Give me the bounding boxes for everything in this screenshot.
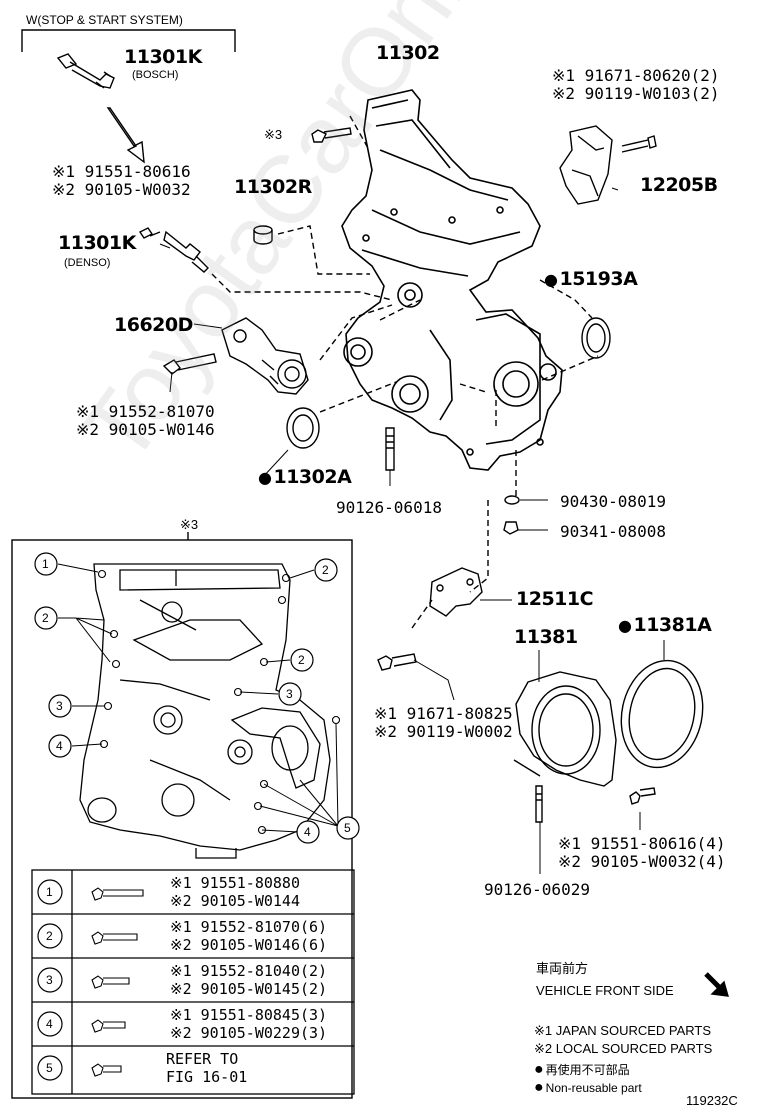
- table-num-1: 1: [46, 885, 53, 899]
- seal-11381a: [620, 659, 704, 769]
- legend-local: ※2 LOCAL SOURCED PARTS: [534, 1041, 713, 1056]
- label-90105-w0032: ※2 90105-W0032: [52, 180, 191, 199]
- legend-nonreuse-en: Non-reusable part: [534, 1080, 642, 1096]
- bolt-90341: [503, 521, 519, 535]
- label-91671-80825: ※1 91671-80825: [374, 704, 513, 723]
- legend-front-en: VEHICLE FRONT SIDE: [536, 983, 674, 998]
- callout-2a: 2: [322, 563, 329, 577]
- detail-cover: [79, 563, 331, 859]
- table-num-2: 2: [46, 929, 53, 943]
- label-12205b: 12205B: [640, 174, 718, 196]
- label-90126-06018: 90126-06018: [336, 498, 442, 517]
- label-12511c: 12511C: [516, 588, 594, 610]
- callout-2b: 2: [42, 611, 49, 625]
- table-3-line2: ※2 90105-W0145(2): [170, 980, 328, 998]
- label-90126-06029: 90126-06029: [484, 880, 590, 899]
- sensor-bosch: [56, 53, 115, 89]
- legend-japan: ※1 JAPAN SOURCED PARTS: [534, 1023, 712, 1038]
- leader-dashes: [211, 115, 599, 629]
- label-denso: (DENSO): [64, 257, 111, 269]
- table-2-line1: ※1 91552-81070(6): [170, 918, 328, 936]
- callout-4a: 4: [56, 739, 63, 753]
- table-2-line2: ※2 90105-W0146(6): [170, 936, 328, 954]
- label-15193a: 15193A: [544, 270, 637, 289]
- callout-3a: 3: [286, 687, 293, 701]
- label-90105-w0032-4: ※2 90105-W0032(4): [558, 852, 726, 871]
- label-90105-w0146: ※2 90105-W0146: [76, 420, 215, 439]
- legend-nonreuse-jp: 再使用不可部品: [534, 1062, 630, 1078]
- table-1-line1: ※1 91551-80880: [170, 874, 300, 892]
- label-mark3: ※3: [264, 127, 283, 142]
- label-16620d: 16620D: [114, 314, 193, 336]
- table-num-3: 3: [46, 973, 53, 987]
- bolt-mark3: [311, 127, 352, 143]
- callout-1: 1: [42, 557, 49, 571]
- label-91551-80616-4: ※1 91551-80616(4): [558, 834, 726, 853]
- table-4-line1: ※1 91551-80845(3): [170, 1006, 328, 1024]
- detail-table-lines: [31, 869, 355, 1095]
- callout-2c: 2: [298, 653, 305, 667]
- bolt-91671-80825: [377, 653, 417, 671]
- seal-15193a: [581, 317, 611, 359]
- washer-90430: [504, 495, 520, 505]
- tensioner-16620d: [162, 317, 309, 395]
- table-num-5: 5: [46, 1061, 53, 1075]
- table-bolt-icons: [91, 887, 144, 1077]
- figure-code: 119232C: [686, 1093, 738, 1108]
- table-1-line2: ※2 90105-W0144: [170, 892, 300, 910]
- label-11381: 11381: [514, 626, 578, 648]
- bracket-12511c: [429, 567, 483, 617]
- retainer-11381: [513, 671, 617, 787]
- plug-11302r: [253, 225, 273, 245]
- stud-90126-06029: [535, 785, 543, 823]
- label-90119-w0002: ※2 90119-W0002: [374, 722, 513, 741]
- label-90119-w0103: ※2 90119-W0103(2): [552, 84, 720, 103]
- legend-front-jp: 車両前方: [536, 961, 589, 976]
- label-11302a: 11302A: [258, 468, 351, 487]
- table-5-line1: REFER TO: [166, 1050, 239, 1068]
- table-4-line2: ※2 90105-W0229(3): [170, 1024, 328, 1042]
- seal-11302a: [286, 407, 320, 449]
- detail-callout-lines: [57, 563, 339, 833]
- bracket-12205b: [559, 125, 657, 205]
- table-3-line1: ※1 91552-81040(2): [170, 962, 328, 980]
- detail-title-mark: ※3: [180, 517, 199, 532]
- label-11301k-bosch: 11301K: [124, 46, 202, 68]
- front-arrow-head: [710, 980, 729, 997]
- bolt-91551-80616-4: [629, 787, 656, 805]
- callout-4b: 4: [304, 825, 311, 839]
- label-11302: 11302: [376, 42, 440, 64]
- label-bosch: (BOSCH): [132, 69, 179, 81]
- callout-5: 5: [344, 821, 351, 835]
- label-90430-08019: 90430-08019: [560, 492, 666, 511]
- label-11381a: 11381A: [618, 616, 711, 635]
- label-91671-80620: ※1 91671-80620(2): [552, 66, 720, 85]
- arrow-outline: [106, 107, 145, 164]
- table-num-4: 4: [46, 1017, 53, 1031]
- label-90341-08008: 90341-08008: [560, 522, 666, 541]
- sensor-denso: [138, 227, 209, 273]
- timing-cover-11302: [341, 89, 563, 471]
- label-91552-81070: ※1 91552-81070: [76, 402, 215, 421]
- detail-callout-circles: [34, 552, 360, 1081]
- variant-bracket: [21, 29, 236, 52]
- label-91551-80616: ※1 91551-80616: [52, 162, 191, 181]
- table-5-line2: FIG 16-01: [166, 1068, 248, 1086]
- stud-90126-06018: [385, 427, 395, 471]
- label-11302r: 11302R: [234, 176, 312, 198]
- label-11301k-denso: 11301K: [58, 232, 136, 254]
- variant-label: W(STOP & START SYSTEM): [26, 13, 183, 27]
- callout-3b: 3: [56, 699, 63, 713]
